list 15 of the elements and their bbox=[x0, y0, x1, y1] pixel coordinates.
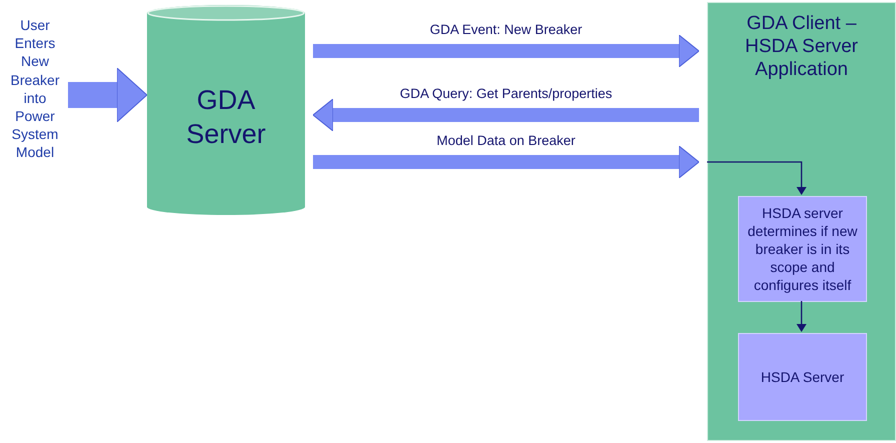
node-text: HSDA Server bbox=[760, 368, 846, 386]
arrow bbox=[796, 301, 806, 332]
node-label: GDA Server bbox=[185, 84, 267, 151]
block-arrow bbox=[312, 98, 699, 132]
edge-label: GDA Query: Get Parents/properties bbox=[398, 87, 614, 102]
block-arrow bbox=[313, 146, 700, 178]
application-panel bbox=[707, 2, 896, 441]
arrow bbox=[707, 161, 806, 195]
step-text: User Enters New Breaker into Power System Model bbox=[9, 16, 61, 162]
panel-heading: GDA Client – HSDA Server Application bbox=[744, 12, 859, 82]
process-box bbox=[738, 196, 867, 302]
node-text: HSDA server determines if new breaker is in its scope and configures itself bbox=[746, 204, 858, 294]
block-arrow bbox=[313, 34, 700, 68]
block-arrow bbox=[68, 68, 148, 122]
process-box bbox=[738, 333, 867, 421]
